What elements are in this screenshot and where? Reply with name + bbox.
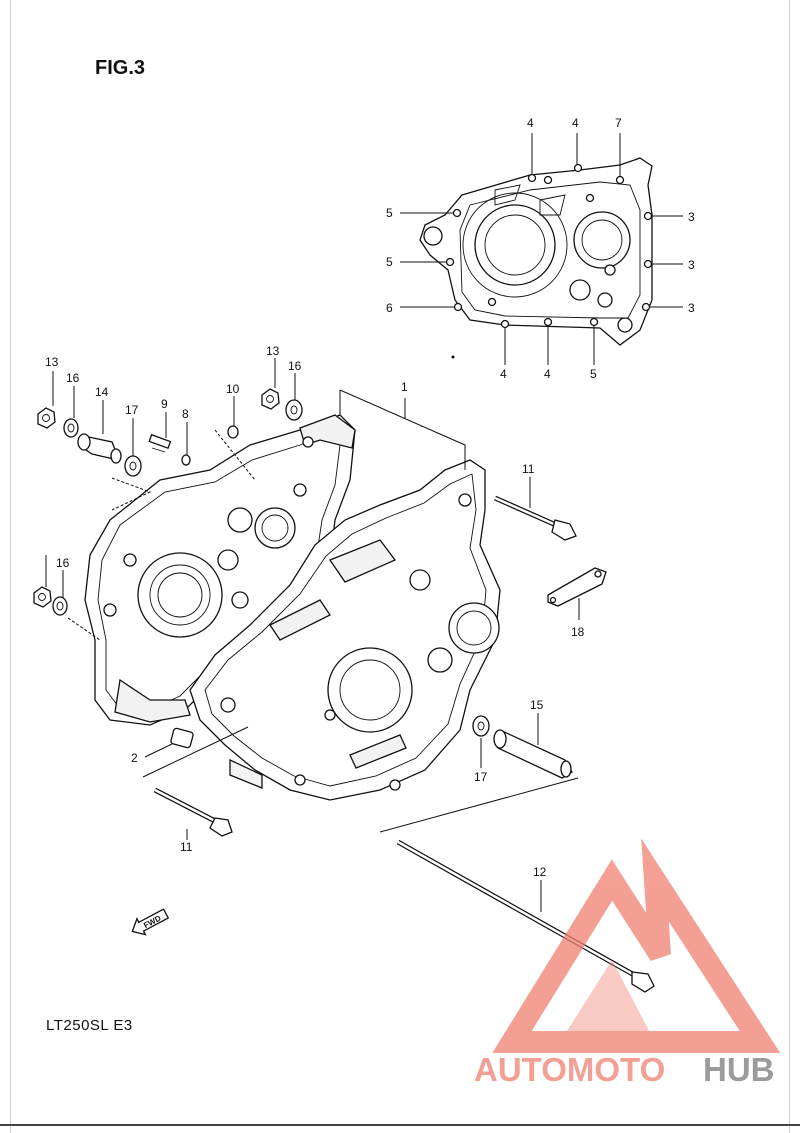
nut-13-lower: [33, 586, 52, 608]
callout-10: 10: [226, 382, 240, 396]
callout-15: 15: [530, 698, 544, 712]
callout-3: 3: [688, 258, 695, 272]
model-code: LT250SL E3: [46, 1017, 133, 1034]
frame-bottom-line: [0, 1124, 800, 1126]
callout-5: 5: [386, 255, 393, 269]
crankcase-assembly-bracket: [339, 389, 466, 470]
callout-16: 16: [56, 556, 70, 570]
gasket-8: [181, 454, 191, 466]
plug-9: [148, 433, 172, 453]
nut-13-upper: [37, 407, 56, 429]
callout-11: 11: [180, 840, 193, 854]
callout-16: 16: [66, 371, 80, 385]
frame-left-line: [10, 0, 11, 1133]
left-crankcase-half: [84, 414, 356, 726]
bracket-18: [547, 567, 607, 607]
washer-17-upper: [124, 455, 142, 477]
callout-1: 1: [401, 380, 408, 394]
callout-4: 4: [500, 367, 507, 381]
gasket-leader-lines: [400, 133, 683, 365]
callout-6: 6: [386, 301, 393, 315]
callout-8: 8: [182, 407, 189, 421]
callout-16: 16: [288, 359, 302, 373]
frame-right-line: [789, 0, 790, 1133]
part-leader-lines: [45, 358, 580, 912]
figure-title: FIG.3: [95, 57, 146, 79]
bolt-11-lower: [153, 787, 233, 837]
callout-labels: 4 4 7 5 5 6 3 3 3 4 4 5 1 13 16 14 17 9 …: [45, 116, 695, 879]
callout-4: 4: [527, 116, 534, 130]
bolt-11-upper: [493, 495, 577, 541]
callout-5: 5: [386, 206, 393, 220]
callout-17: 17: [125, 403, 139, 417]
dowel-14: [77, 433, 122, 464]
stud-bolt-12: [396, 839, 655, 993]
forward-arrow-icon: FWD: [131, 908, 170, 936]
callout-18: 18: [571, 625, 585, 639]
callout-5: 5: [590, 367, 597, 381]
callout-2: 2: [131, 751, 138, 765]
oring-10: [227, 425, 239, 439]
watermark-text-hub: HUB: [703, 1051, 775, 1088]
automotohub-logo: AUTOMOTO HUB: [474, 838, 781, 1088]
callout-4: 4: [572, 116, 579, 130]
callout-3: 3: [688, 210, 695, 224]
washer-16-lower: [52, 596, 68, 616]
callout-12: 12: [533, 865, 547, 879]
crankcase-gasket: [419, 157, 653, 346]
callout-11: 11: [522, 462, 535, 476]
callout-9: 9: [161, 397, 168, 411]
callout-13: 13: [45, 355, 59, 369]
callout-4: 4: [544, 367, 551, 381]
right-crankcase-half: [189, 459, 501, 801]
callout-17: 17: [474, 770, 488, 784]
watermark-text-automoto: AUTOMOTO: [474, 1051, 665, 1088]
washer-16-middle: [285, 399, 303, 421]
dowel-2: [170, 727, 194, 749]
washer-17-lower: [472, 715, 490, 737]
nut-13-middle: [261, 388, 280, 410]
washer-16-upper: [63, 418, 79, 438]
callout-14: 14: [95, 385, 109, 399]
dowel-15: [493, 729, 573, 779]
callout-7: 7: [615, 116, 622, 130]
callout-13: 13: [266, 344, 280, 358]
callout-3: 3: [688, 301, 695, 315]
